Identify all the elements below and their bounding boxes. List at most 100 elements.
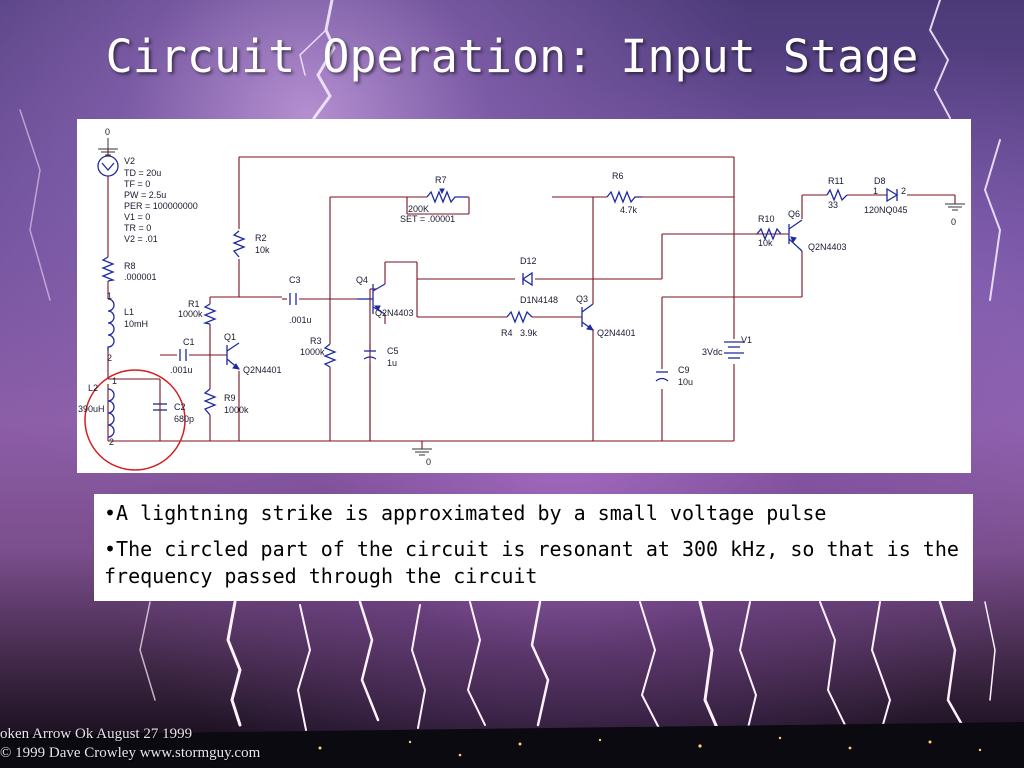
c3-value: .001u bbox=[289, 315, 312, 325]
d8-pin2: 2 bbox=[901, 186, 906, 196]
q6-value: Q2N4403 bbox=[808, 242, 847, 252]
schematic-panel: 0 V2 TD = 20u TF = 0 PW = 2.5u PER = 100… bbox=[77, 119, 971, 473]
r2-name: R2 bbox=[255, 233, 267, 243]
photo-credit: oken Arrow Ok August 27 1999 © 1999 Dave… bbox=[0, 725, 260, 763]
c5-capacitor bbox=[363, 350, 377, 360]
c9-name: C9 bbox=[678, 365, 690, 375]
r4-resistor bbox=[506, 310, 533, 324]
c1-capacitor bbox=[179, 349, 187, 361]
bullet-item-1: •A lightning strike is approximated by a… bbox=[104, 501, 827, 525]
q6-transistor bbox=[788, 219, 803, 252]
q3-transistor bbox=[581, 303, 594, 331]
r4-value: 3.9k bbox=[520, 328, 538, 338]
q1-value: Q2N4401 bbox=[243, 365, 282, 375]
r6-name: R6 bbox=[612, 171, 624, 181]
bullet-item-2: •The circled part of the circuit is reso… bbox=[104, 537, 959, 588]
resonant-circuit-highlight bbox=[84, 369, 186, 471]
r2-value: 10k bbox=[255, 245, 270, 255]
d8-name: D8 bbox=[874, 176, 886, 186]
wires bbox=[107, 149, 956, 449]
r7-name: R7 bbox=[435, 175, 447, 185]
r10-resistor bbox=[756, 227, 782, 241]
circuit-schematic: 0 V2 TD = 20u TF = 0 PW = 2.5u PER = 100… bbox=[78, 127, 965, 471]
r10-value: 10k bbox=[758, 238, 773, 248]
c3-name: C3 bbox=[289, 275, 301, 285]
d8-pin1: 1 bbox=[873, 186, 878, 196]
l1-pin2: 2 bbox=[107, 353, 112, 363]
l1-value: 10mH bbox=[124, 319, 148, 329]
r7-value: 200K bbox=[408, 204, 429, 214]
slide-title: Circuit Operation: Input Stage bbox=[105, 30, 919, 83]
q6-name: Q6 bbox=[788, 209, 800, 219]
r11-name: R11 bbox=[828, 176, 844, 186]
l2-value: 390uH bbox=[78, 404, 105, 414]
c1-name: C1 bbox=[183, 337, 195, 347]
c5-value: 1u bbox=[387, 358, 397, 368]
r6-value: 4.7k bbox=[620, 205, 638, 215]
d8-diode bbox=[886, 187, 899, 203]
c5-name: C5 bbox=[387, 346, 399, 356]
r4-name: R4 bbox=[501, 328, 513, 338]
v2-param-tr: TR = 0 bbox=[124, 223, 151, 233]
v2-param-v1: V1 = 0 bbox=[124, 212, 150, 222]
c9-value: 10u bbox=[678, 377, 693, 387]
l2-pin1: 1 bbox=[112, 376, 117, 386]
v1-name: V1 bbox=[741, 335, 752, 345]
ground-bottom bbox=[412, 448, 432, 456]
r3-name: R3 bbox=[310, 336, 322, 346]
d8-value: 120NQ045 bbox=[864, 205, 908, 215]
r3-value: 1000k bbox=[300, 347, 325, 357]
c2-value: 680p bbox=[174, 414, 194, 424]
c9-capacitor bbox=[655, 371, 669, 382]
c1-value: .001u bbox=[170, 365, 193, 375]
v2-param-pw: PW = 2.5u bbox=[124, 190, 166, 200]
d12-value: D1N4148 bbox=[520, 295, 558, 305]
l2-inductor bbox=[107, 388, 115, 438]
l2-pin2: 2 bbox=[109, 437, 114, 447]
photo-credit-line-1: oken Arrow Ok August 27 1999 bbox=[0, 726, 193, 742]
gnd-label-bottom: 0 bbox=[426, 457, 431, 467]
v2-param-per: PER = 100000000 bbox=[124, 201, 198, 211]
l1-inductor bbox=[107, 298, 115, 351]
r7-set: SET = .00001 bbox=[400, 214, 455, 224]
r1-value: 1000k bbox=[178, 309, 203, 319]
c3-capacitor bbox=[289, 293, 297, 305]
r11-resistor bbox=[826, 188, 848, 202]
r3-resistor bbox=[323, 343, 337, 368]
v2-label: V2 bbox=[124, 156, 135, 166]
r9-name: R9 bbox=[224, 393, 236, 403]
r6-resistor bbox=[606, 190, 642, 204]
q4-transistor bbox=[357, 283, 386, 315]
v2-source bbox=[97, 155, 119, 177]
photo-credit-line-2: © 1999 Dave Crowley www.stormguy.com bbox=[0, 745, 261, 761]
c2-name: C2 bbox=[174, 402, 186, 412]
r7-potentiometer bbox=[426, 188, 467, 204]
d12-name: D12 bbox=[520, 256, 537, 266]
l1-pin1: 1 bbox=[107, 291, 112, 301]
gnd-label-top: 0 bbox=[105, 127, 110, 137]
q3-name: Q3 bbox=[576, 294, 588, 304]
d12-diode bbox=[521, 271, 533, 287]
r2-resistor bbox=[232, 230, 246, 258]
r1-name: R1 bbox=[188, 299, 200, 309]
r9-value: 1000k bbox=[224, 405, 249, 415]
v2-param-v2: V2 = .01 bbox=[124, 234, 158, 244]
gnd-label-right: 0 bbox=[951, 217, 956, 227]
r10-name: R10 bbox=[758, 214, 775, 224]
v2-param-td: TD = 20u bbox=[124, 168, 161, 178]
q1-name: Q1 bbox=[224, 332, 236, 342]
r1-resistor bbox=[202, 303, 217, 325]
l1-name: L1 bbox=[124, 307, 134, 317]
v2-param-tf: TF = 0 bbox=[124, 179, 150, 189]
r11-value: 33 bbox=[828, 200, 838, 210]
r8-resistor bbox=[101, 256, 116, 282]
bullet-textbox: •A lightning strike is approximated by a… bbox=[94, 494, 973, 601]
r9-resistor bbox=[203, 388, 217, 416]
ground-top bbox=[98, 138, 118, 156]
q4-value: Q2N4403 bbox=[375, 308, 414, 318]
q3-value: Q2N4401 bbox=[597, 328, 636, 338]
r8-value: .000001 bbox=[124, 272, 157, 282]
v1-battery bbox=[724, 341, 744, 359]
c2-capacitor bbox=[153, 403, 167, 411]
